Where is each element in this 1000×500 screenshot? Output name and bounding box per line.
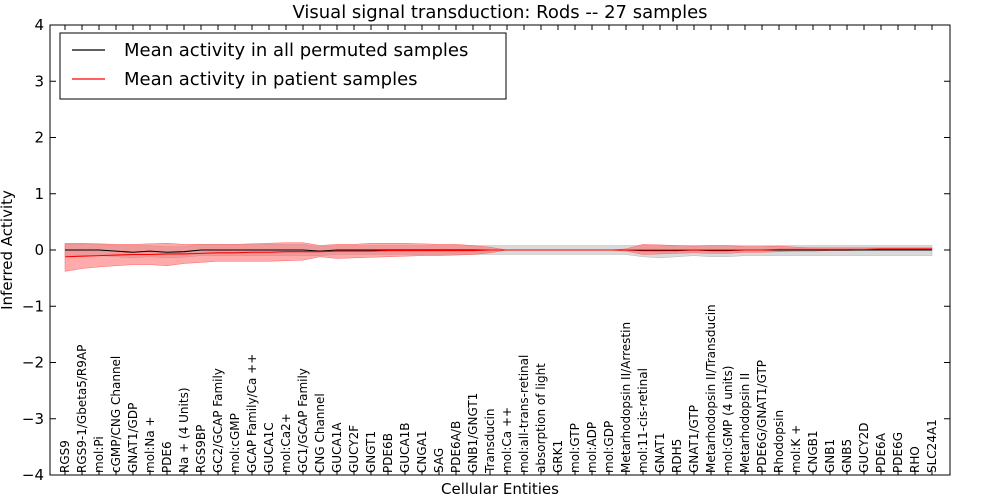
x-tick-label: GNGT1 [364, 431, 378, 473]
legend: Mean activity in all permuted samples Me… [59, 32, 507, 100]
x-tick-label: mol:GDP [602, 421, 616, 473]
x-tick-label: mol:GMP (4 units) [721, 366, 735, 473]
x-tick-label: SLC24A1 [925, 419, 939, 473]
x-tick-label: SAG [432, 448, 446, 473]
x-tick-label: cGMP/CNG Channel [109, 356, 123, 473]
x-tick-label: GNAT1/GDP [126, 403, 140, 473]
x-tick-label: GUCY2F [347, 425, 361, 473]
y-axis-label: Inferred Activity [0, 190, 16, 310]
x-tick-label: mol:11-cis-retinal [636, 368, 650, 473]
x-tick-label: Rhodopsin [772, 410, 786, 473]
x-tick-label: mol:Ca2+ [279, 413, 293, 473]
x-tick-label: CNGA1 [415, 431, 429, 474]
x-tick-label: CNG Channel [313, 393, 327, 473]
x-tick-label: mol:Pi [92, 436, 106, 473]
y-tick-label: 3 [34, 72, 44, 90]
legend-label-perm: Mean activity in all permuted samples [124, 40, 468, 61]
x-tick-label: mol:K + [789, 425, 803, 473]
plot-area [64, 242, 933, 272]
chart-title: Visual signal transduction: Rods -- 27 s… [292, 2, 707, 23]
x-tick-label: mol:all-trans-retinal [517, 355, 531, 473]
x-tick-label: RGS9 [58, 440, 72, 473]
x-tick-label: PDE6A [874, 432, 888, 473]
x-tick-label: mol:cGMP [228, 413, 242, 473]
y-tick-label: −4 [22, 466, 44, 484]
x-tick-label: GUCY2D [857, 423, 871, 473]
x-tick-label: PDE6G/GNAT1/GTP [755, 360, 769, 473]
x-tick-label: GC2/GCAP Family [211, 368, 225, 473]
y-tick-label: −2 [22, 354, 44, 372]
x-tick-label: GNB5 [840, 439, 854, 473]
y-tick-label: −1 [22, 297, 44, 315]
x-tick-label: GCAP Family/Ca ++ [245, 354, 259, 473]
series-line-patient [64, 248, 932, 258]
x-tick-label: RGS9-1/Gbeta5/R9AP [75, 345, 89, 473]
y-tick-label: 2 [34, 129, 44, 147]
x-tick-label: RGS9BP [194, 425, 208, 473]
x-tick-label: absorption of light [534, 363, 548, 473]
x-tick-label: mol:ADP [585, 422, 599, 473]
y-tick-label: 1 [34, 185, 44, 203]
x-tick-label: GC1/GCAP Family [296, 368, 310, 473]
x-tick-label: Transducin [483, 409, 497, 474]
x-tick-label: RDH5 [670, 439, 684, 473]
x-axis-label: Cellular Entities [441, 480, 559, 498]
x-tick-label: mol:Na + [143, 416, 157, 473]
x-tick-label: GNAT1 [653, 432, 667, 473]
x-tick-label: GUCA1B [398, 422, 412, 473]
x-tick-label: GNB1 [823, 439, 837, 473]
legend-label-patient: Mean activity in patient samples [124, 69, 418, 90]
x-tick-label: mol:GTP [568, 423, 582, 473]
x-tick-label: GUCA1C [262, 422, 276, 473]
y-tick-label: 4 [34, 16, 44, 34]
x-tick-label: PDE6A/B [449, 421, 463, 473]
x-tick-label: Metarhodopsin II/Transducin [704, 304, 718, 473]
y-tick-label: −3 [22, 410, 44, 428]
x-tick-label: GNAT1/GTP [687, 405, 701, 473]
x-tick-label: PDE6G [891, 432, 905, 473]
x-tick-label: GNB1/GNGT1 [466, 393, 480, 473]
x-tick-label: mol:Ca ++ [500, 407, 514, 473]
x-tick-label: RHO [908, 446, 922, 473]
x-tick-label: CNGB1 [806, 430, 820, 473]
x-tick-label: PDE6B [381, 433, 395, 473]
x-tick-label: Metarhodopsin II [738, 373, 752, 473]
legend-box [59, 32, 507, 100]
x-tick-label: GRK1 [551, 440, 565, 473]
y-tick-label: 0 [34, 241, 44, 259]
x-tick-label: Na + (4 Units) [177, 387, 191, 473]
x-tick-label: PDE6 [160, 441, 174, 473]
y-axis: 4 3 2 1 0 −1 −2 −3 −4 [22, 16, 950, 484]
x-tick-label: Metarhodopsin II/Arrestin [619, 322, 633, 473]
x-tick-label: GUCA1A [330, 422, 344, 473]
